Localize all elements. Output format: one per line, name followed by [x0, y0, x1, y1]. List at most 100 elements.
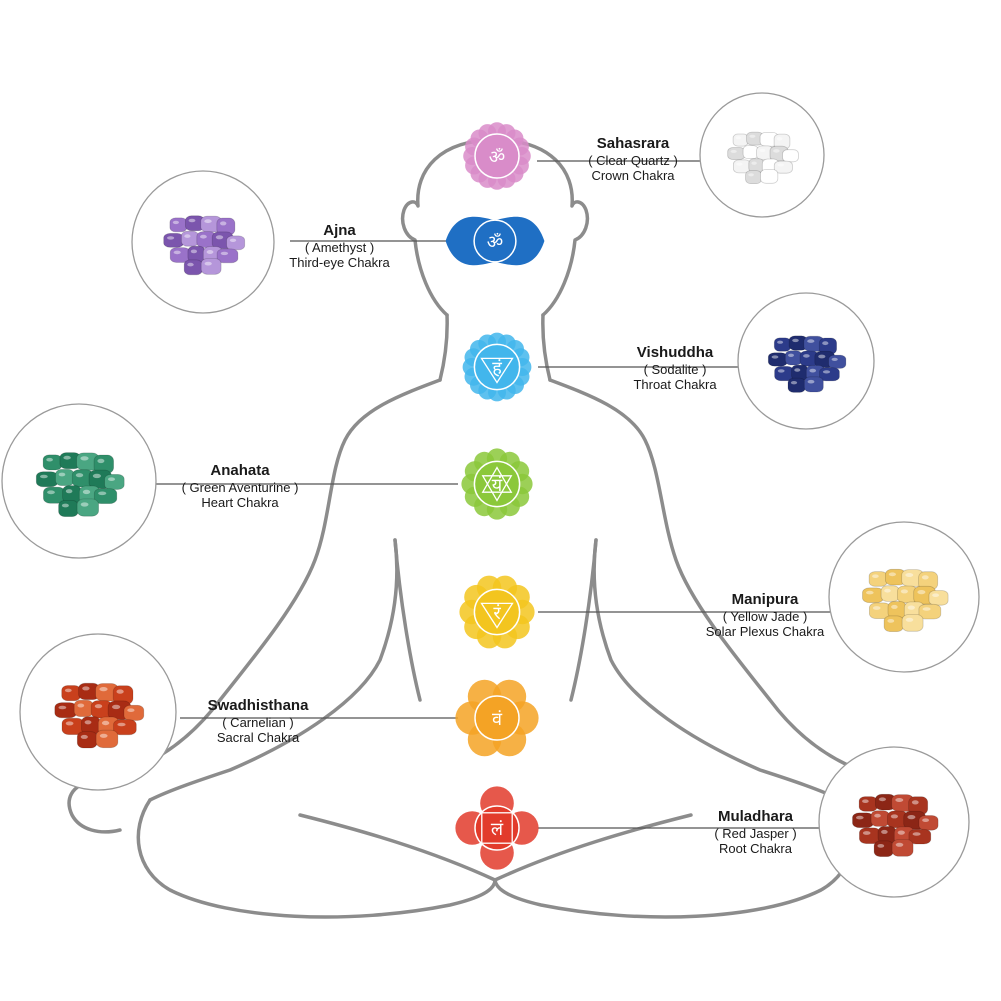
stone-highlight [772, 355, 779, 358]
stone-highlight [47, 490, 55, 494]
stone-highlight [905, 573, 913, 577]
stone-highlight [184, 234, 190, 238]
stone-highlight [82, 686, 89, 690]
stone-highlight [908, 606, 915, 610]
label-manipura: Manipura ( Yellow Jade ) Solar Plexus Ch… [690, 591, 840, 639]
tumbled-stone [201, 259, 221, 275]
stone-highlight [785, 152, 791, 155]
stone-highlight [736, 163, 742, 166]
label-ajna: Ajna ( Amethyst ) Third-eye Chakra [272, 222, 407, 270]
chakra-bija-glyph: ॐ [489, 147, 505, 168]
chakra-symbol-sahasrara: ॐ [463, 122, 531, 190]
stone-highlight [922, 575, 929, 579]
stone-highlight [907, 815, 915, 819]
stone-highlight [803, 354, 810, 358]
chakra-type-swadhisthana: Sacral Chakra [188, 730, 328, 745]
stone-highlight [62, 504, 69, 508]
stone-highlight [66, 489, 73, 493]
stone-highlight [46, 458, 53, 462]
stone-highlight [220, 221, 226, 225]
tumbled-stone [728, 148, 745, 160]
chakra-name-vishuddha: Vishuddha [605, 344, 745, 362]
tumbled-stone [774, 338, 790, 351]
tumbled-stone [869, 572, 887, 587]
chakra-type-manipura: Solar Plexus Chakra [690, 624, 840, 639]
stone-highlight [901, 589, 908, 593]
stone-highlight [221, 252, 228, 255]
stone-highlight [759, 149, 765, 152]
tumbled-stone [768, 353, 787, 366]
chakra-name-swadhisthana: Swadhisthana [188, 697, 328, 715]
stone-highlight [912, 800, 919, 804]
stone-circle-ajna [132, 171, 274, 313]
stone-highlight [891, 605, 898, 609]
stone-highlight [167, 236, 174, 239]
tumbled-stone [77, 732, 97, 748]
stone-highlight [66, 721, 74, 725]
stone-highlight [736, 136, 741, 139]
tumbled-stone [36, 472, 58, 487]
tumbled-stone [919, 816, 938, 831]
stone-name-swadhisthana: ( Carnelian ) [188, 715, 328, 730]
stone-highlight [99, 687, 107, 691]
tumbled-stone [124, 705, 144, 720]
label-muladhara: Muladhara ( Red Jasper ) Root Chakra [683, 808, 828, 856]
stone-highlight [59, 473, 66, 477]
chakra-symbol-swadhisthana: वं [455, 680, 538, 757]
tumbled-stone [56, 469, 75, 485]
stone-highlight [216, 235, 223, 239]
stone-highlight [778, 369, 785, 372]
tumbled-stone [74, 700, 93, 716]
tumbled-stone [788, 378, 805, 392]
stone-highlight [200, 235, 207, 239]
tumbled-stone [164, 233, 184, 247]
stone-highlight [117, 689, 124, 693]
stone-highlight [230, 239, 236, 242]
stone-highlight [97, 459, 104, 463]
tumbled-stone [55, 703, 77, 718]
chakra-symbol-ajna: ॐ [446, 217, 545, 265]
tumbled-stone [227, 236, 245, 250]
stone-highlight [76, 473, 83, 477]
stone-highlight [204, 219, 211, 223]
tumbled-stone [892, 840, 913, 857]
tumbled-stone [761, 169, 778, 183]
chakra-type-sahasrara: Crown Chakra [563, 168, 703, 183]
stone-highlight [906, 618, 914, 622]
stone-highlight [81, 735, 88, 739]
tumbled-stone [184, 260, 202, 275]
chakra-type-ajna: Third-eye Chakra [272, 255, 407, 270]
stone-highlight [65, 689, 72, 693]
stone-highlight [746, 148, 751, 151]
stone-highlight [85, 720, 92, 724]
stone-highlight [788, 354, 794, 357]
tumbled-stone [853, 813, 874, 828]
chakra-name-ajna: Ajna [272, 222, 407, 240]
tumbled-stone [829, 355, 846, 368]
stone-name-sahasrara: ( Clear Quartz ) [563, 153, 703, 168]
stone-highlight [794, 368, 800, 372]
tumbled-stone [881, 586, 899, 602]
stone-highlight [98, 492, 106, 496]
stone-name-ajna: ( Amethyst ) [272, 240, 407, 255]
stone-circle-swadhisthana [20, 634, 176, 790]
stone-highlight [863, 831, 871, 835]
stone-highlight [866, 591, 874, 595]
tumbled-stone [804, 377, 823, 392]
tumbled-stone [733, 134, 748, 146]
stone-highlight [731, 150, 737, 153]
label-vishuddha: Vishuddha ( Sodalite ) Throat Chakra [605, 344, 745, 392]
stone-highlight [59, 706, 67, 710]
stone-highlight [917, 590, 925, 594]
chakra-name-manipura: Manipura [690, 591, 840, 609]
label-swadhisthana: Swadhisthana ( Carnelian ) Sacral Chakra [188, 697, 328, 745]
chakra-name-anahata: Anahata [160, 462, 320, 480]
chakra-bija-glyph: रं [493, 603, 501, 624]
stone-highlight [809, 369, 816, 373]
chakra-symbol-vishuddha: हं [463, 333, 532, 402]
stone-highlight [877, 844, 884, 848]
stone-circle-sahasrara [700, 93, 824, 217]
stone-highlight [889, 572, 896, 576]
stone-highlight [40, 475, 48, 479]
stone-highlight [818, 355, 825, 359]
